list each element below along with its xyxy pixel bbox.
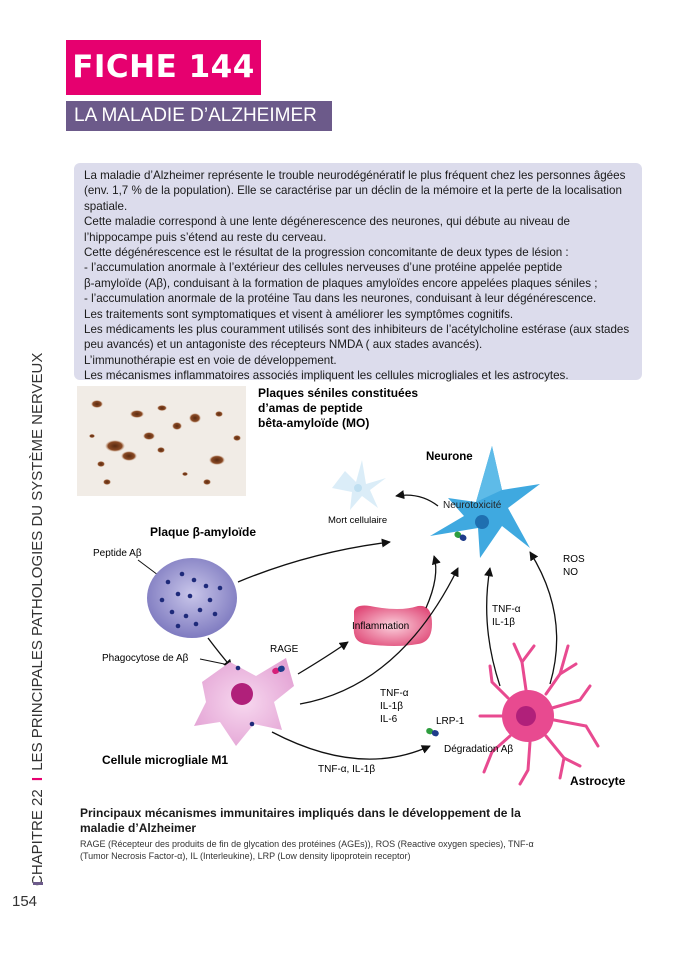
page-number: 154 [12, 893, 38, 910]
svg-text:CHAPITRE 22 I: CHAPITRE 22 I LES PRINCIPALES PATHOLOGIE… [29, 353, 46, 886]
intro-line: Cette dégénérescence est le résultat de … [84, 246, 569, 260]
chapter-label: CHAPITRE 22 [29, 789, 46, 886]
rage-label: RAGE [270, 644, 299, 655]
chapter-sidebar: CHAPITRE 22 I LES PRINCIPALES PATHOLOGIE… [26, 330, 48, 890]
chapter-title: LES PRINCIPALES PATHOLOGIES DU SYSTÈME N… [29, 353, 46, 771]
figure-caption-body: RAGE (Récepteur des produits de fin de g… [80, 839, 534, 861]
phagocytose-label: Phagocytose de Aβ [102, 653, 189, 664]
immune-mechanism-diagram: Plaques séniles constituées d’amas de pe… [93, 386, 626, 788]
astrocyte-cell [426, 642, 600, 786]
intro-line: Les médicaments les plus couramment util… [84, 323, 630, 352]
degradation-label: Dégradation Aβ [444, 744, 513, 755]
tnf-il1-bottom-label: TNF-α, IL-1β [318, 764, 375, 775]
lrp1-label: LRP-1 [436, 716, 465, 727]
astrocyte-label: Astrocyte [570, 774, 626, 788]
intro-line: - l’accumulation anormale de la protéine… [84, 292, 597, 306]
peptide-label: Peptide Aβ [93, 548, 142, 559]
no-label: NO [563, 567, 578, 578]
inflammation-blob [353, 605, 432, 646]
intro-line: La maladie d’Alzheimer représente le tro… [84, 169, 626, 213]
plaque-label: Plaque β-amyloïde [150, 525, 256, 539]
intro-line: L’immunothérapie est en voie de développ… [84, 353, 337, 367]
page-marker [33, 882, 43, 885]
intro-line: Les mécanismes inflammatoires associés i… [84, 369, 569, 383]
intro-line: Cette maladie correspond à une lente dég… [84, 215, 570, 244]
tnf-il1-right-label: TNF-α IL-1β [492, 604, 523, 628]
neurotoxicite-label: Neurotoxicité [443, 500, 502, 511]
page-title: LA MALADIE D’ALZHEIMER [66, 101, 332, 131]
intro-line: β-amyloïde (Aβ), conduisant à la formati… [84, 276, 598, 290]
fiche-number: FICHE 144 [66, 40, 261, 95]
dead-neuron [332, 460, 386, 510]
photo-caption: Plaques séniles constituées d’amas de pe… [258, 386, 421, 430]
neuron [430, 446, 540, 558]
tnf-il1-il6-label: TNF-α IL-1β IL-6 [380, 688, 411, 725]
intro-line: - l’accumulation anormale à l’extérieur … [84, 261, 563, 275]
microglial-cell [194, 658, 294, 746]
mort-cellulaire-label: Mort cellulaire [328, 515, 387, 526]
intro-line: Les traitements sont symptomatiques et v… [84, 307, 514, 321]
intro-box: La maladie d’Alzheimer représente le tro… [74, 163, 642, 383]
microscopy-photo [77, 386, 246, 496]
inflammation-label: Inflammation [352, 621, 409, 632]
neurone-label: Neurone [426, 451, 473, 463]
amyloid-plaque [147, 558, 237, 638]
microglie-label: Cellule microgliale M1 [102, 753, 228, 767]
figure-caption-title: Principaux mécanismes immunitaires impli… [80, 806, 521, 835]
ros-label: ROS [563, 554, 585, 565]
